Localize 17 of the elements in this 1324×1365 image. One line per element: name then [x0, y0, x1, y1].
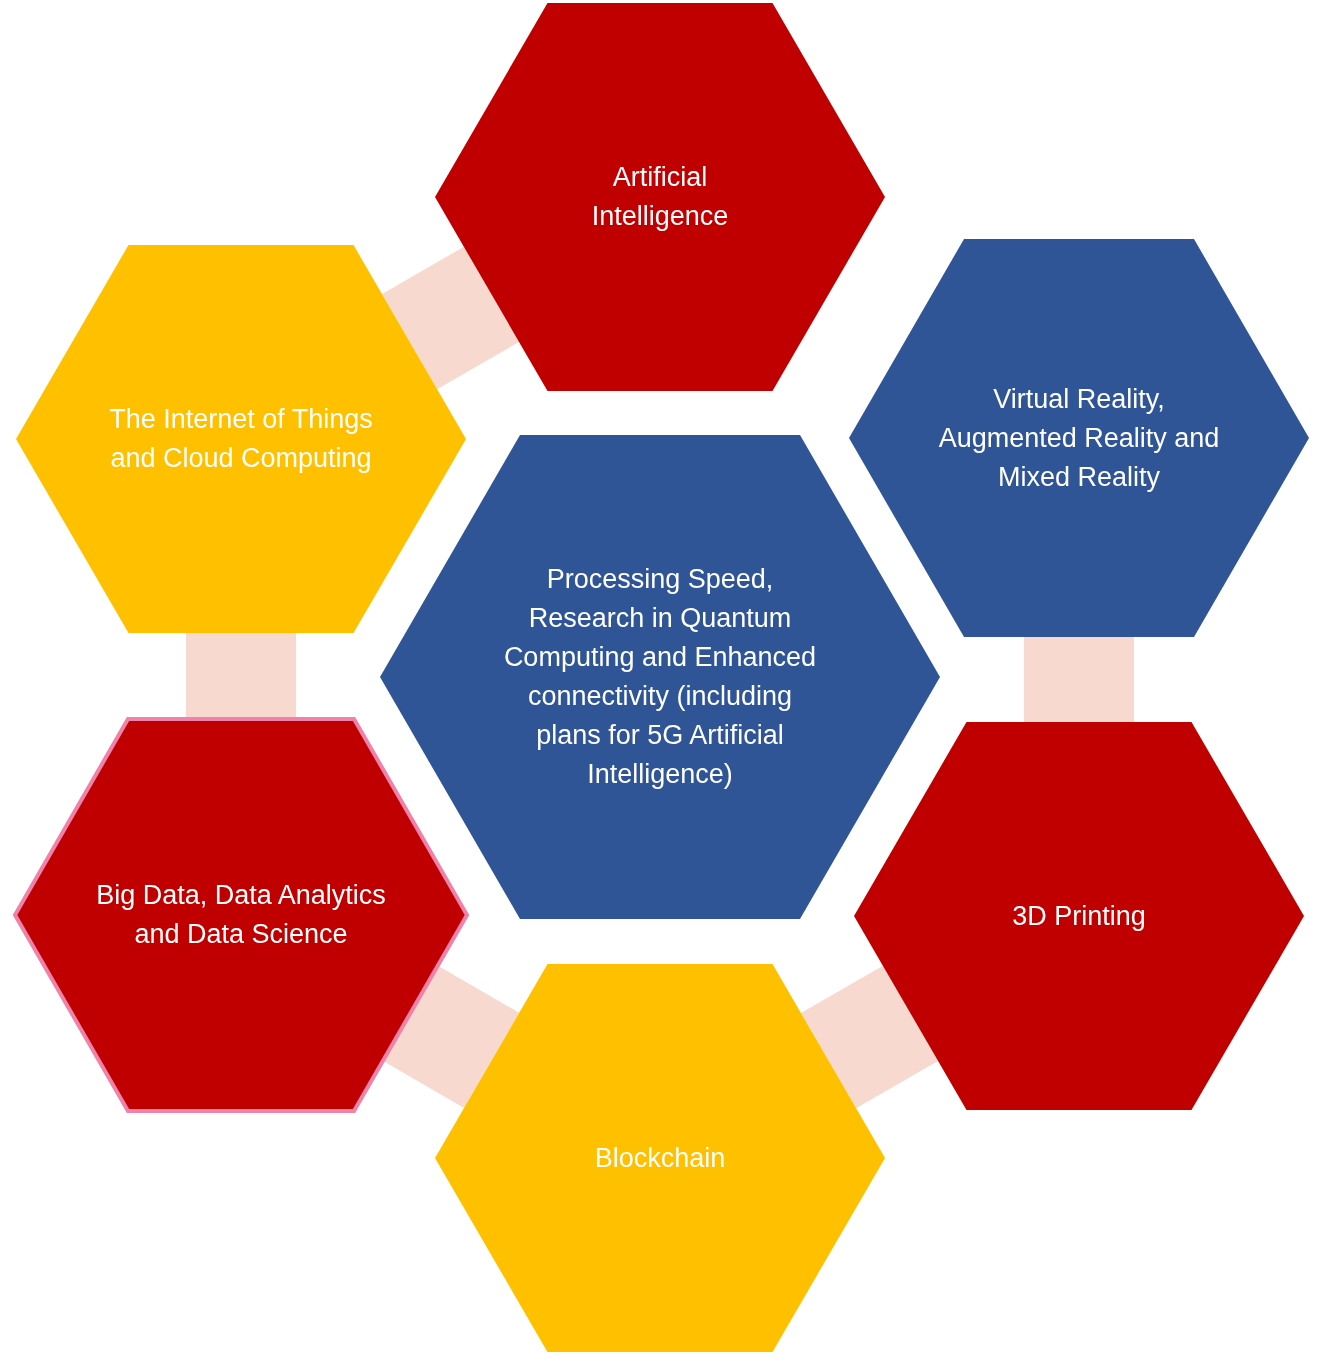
hexagon-label: The Internet of Things and Cloud Computing — [108, 403, 374, 475]
hexagon-label: Virtual Reality, Augmented Reality and Mixed Reality — [937, 382, 1221, 494]
connector-band — [1024, 637, 1134, 722]
hexagon-label: Artificial Intelligence — [590, 161, 730, 233]
hexagon-label: 3D Printing — [1011, 899, 1147, 933]
hexagon — [849, 239, 1309, 637]
hexagon — [435, 964, 885, 1352]
connector-band — [382, 246, 519, 390]
hexagon — [854, 722, 1304, 1110]
connector-band — [186, 633, 296, 719]
hexagon — [435, 3, 885, 391]
hexagon-label: Big Data, Data Analytics and Data Science — [96, 879, 386, 951]
connector-band — [801, 965, 938, 1109]
hexagon-label: Blockchain — [593, 1141, 727, 1175]
hexagon — [16, 245, 466, 633]
hexagon — [15, 719, 467, 1111]
hexagon-label: Processing Speed, Research in Quantum Computing and Enhanced connectivity (including plans for 5G Artificial Intelligence) — [502, 563, 818, 791]
